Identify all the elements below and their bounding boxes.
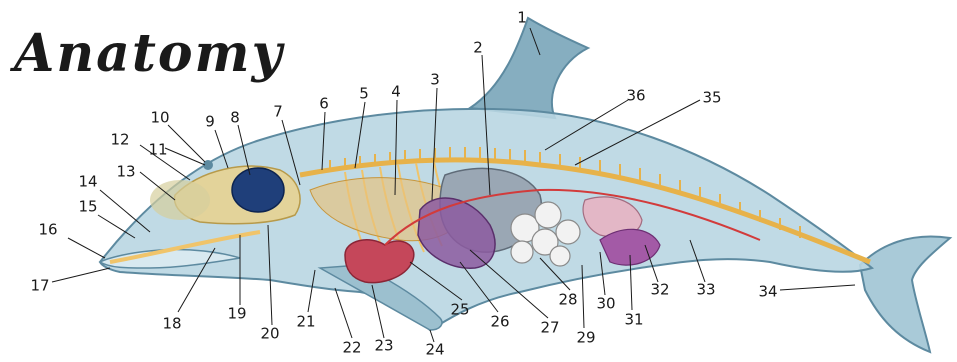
label-29: 29	[576, 331, 595, 346]
label-7: 7	[273, 105, 283, 120]
label-22: 22	[342, 341, 361, 356]
label-19: 19	[227, 307, 246, 322]
label-20: 20	[260, 327, 279, 342]
label-1: 1	[517, 11, 527, 26]
page-title: Anatomy	[14, 28, 284, 80]
label-26: 26	[490, 315, 509, 330]
label-3: 3	[430, 73, 440, 88]
label-30: 30	[596, 297, 615, 312]
label-8: 8	[230, 111, 240, 126]
label-9: 9	[205, 115, 215, 130]
label-23: 23	[374, 339, 393, 354]
label-24: 24	[425, 343, 444, 358]
label-27: 27	[540, 321, 559, 336]
label-15: 15	[78, 200, 97, 215]
label-5: 5	[359, 87, 369, 102]
label-35: 35	[702, 91, 721, 106]
label-31: 31	[624, 313, 643, 328]
tail-fluke	[860, 237, 950, 352]
label-21: 21	[296, 315, 315, 330]
label-4: 4	[391, 85, 401, 100]
brain	[232, 168, 284, 212]
label-2: 2	[473, 41, 483, 56]
label-25: 25	[450, 303, 469, 318]
label-33: 33	[696, 283, 715, 298]
label-11: 11	[148, 143, 167, 158]
label-10: 10	[150, 111, 169, 126]
label-6: 6	[319, 97, 329, 112]
label-18: 18	[162, 317, 181, 332]
label-28: 28	[558, 293, 577, 308]
label-36: 36	[626, 89, 645, 104]
label-13: 13	[116, 165, 135, 180]
dorsal-fin	[470, 18, 588, 118]
label-12: 12	[110, 133, 129, 148]
melon	[150, 180, 210, 220]
label-32: 32	[650, 283, 669, 298]
label-16: 16	[38, 223, 57, 238]
label-17: 17	[30, 279, 49, 294]
label-34: 34	[758, 285, 777, 300]
label-14: 14	[78, 175, 97, 190]
